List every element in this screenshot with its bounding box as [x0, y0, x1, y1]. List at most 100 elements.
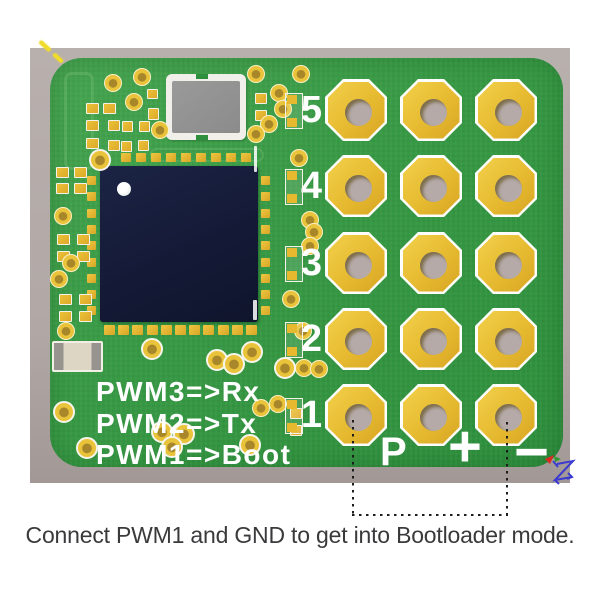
- chip-pad: [181, 153, 191, 162]
- smd-pad: [108, 120, 120, 131]
- chip-pad: [151, 153, 161, 162]
- solder-pad-gold: [477, 310, 535, 368]
- chip-pad: [261, 257, 270, 267]
- marker-pad: [287, 95, 297, 104]
- smd-pad: [86, 120, 99, 131]
- row-marker-pads: [285, 322, 303, 358]
- chip-pad: [118, 325, 130, 335]
- chip-pad: [246, 325, 257, 335]
- chip-pad: [87, 241, 96, 251]
- chip-pad: [261, 290, 270, 300]
- col-label-pwm: P: [380, 430, 407, 474]
- solder-pad: [325, 384, 387, 446]
- solder-pad-gold: [402, 386, 460, 444]
- marker-pad: [287, 400, 297, 409]
- via: [53, 401, 75, 423]
- row-marker-pads: [285, 169, 303, 205]
- via: [269, 395, 287, 413]
- smd-pad: [74, 167, 87, 178]
- smd-pad: [79, 311, 92, 322]
- callout-dotted-line-left: [352, 420, 354, 516]
- chip-pad: [211, 153, 221, 162]
- chip-pad: [175, 325, 186, 335]
- smd-pad: [122, 121, 133, 132]
- chip-pad: [261, 273, 270, 283]
- chip-pad: [217, 325, 229, 335]
- chip-pad: [241, 153, 251, 162]
- silkscreen-line-pwm3: PWM3=>Rx: [96, 376, 261, 407]
- smd-pad: [139, 121, 150, 132]
- solder-pad: [475, 79, 537, 141]
- via: [310, 360, 328, 378]
- chip-pad: [261, 176, 270, 185]
- through-hole: [419, 251, 447, 279]
- callout-dotted-line-bottom: [352, 514, 508, 516]
- chip-pad: [189, 325, 201, 335]
- through-hole: [344, 98, 372, 126]
- row-marker-pads: [285, 398, 303, 434]
- solder-pad: [325, 232, 387, 294]
- chip-pad: [87, 257, 96, 267]
- marker-pad: [287, 324, 297, 333]
- chip-pad: [87, 208, 96, 218]
- smd-pad: [56, 183, 69, 194]
- smd-pad: [86, 103, 99, 114]
- via: [104, 74, 122, 92]
- solder-pad-gold: [402, 157, 460, 215]
- solder-pad: [475, 308, 537, 370]
- via: [274, 100, 292, 118]
- silkscreen-mark: [253, 300, 257, 320]
- solder-pad-gold: [327, 234, 385, 292]
- via: [133, 68, 151, 86]
- chip-pad: [87, 176, 96, 185]
- row-label: 2: [300, 318, 322, 360]
- col-label-plus: +: [448, 414, 482, 479]
- smd-pad: [59, 311, 72, 322]
- through-hole: [344, 174, 372, 202]
- callout-dotted-line-right: [506, 422, 508, 516]
- marker-pad: [287, 248, 297, 257]
- through-hole: [344, 403, 372, 431]
- marker-pad: [287, 118, 297, 127]
- marker-pad: [287, 171, 297, 180]
- through-hole: [494, 251, 522, 279]
- crystal-body: [172, 81, 240, 133]
- via: [241, 341, 263, 363]
- solder-pad: [475, 155, 537, 217]
- row-marker-pads: [285, 246, 303, 282]
- via: [62, 254, 80, 272]
- chip-pad: [160, 325, 172, 335]
- smd-pad: [77, 234, 90, 245]
- through-hole: [494, 174, 522, 202]
- col-label-minus: −: [514, 418, 550, 485]
- smd-pad: [255, 93, 267, 104]
- via: [239, 434, 261, 456]
- solder-pad: [400, 79, 462, 141]
- smd-pad: [57, 234, 70, 245]
- chip-pad: [261, 208, 270, 218]
- chip-pad: [196, 153, 206, 162]
- through-hole: [419, 174, 447, 202]
- chip-pad: [146, 325, 158, 335]
- chip-pad: [261, 224, 270, 234]
- via: [54, 207, 72, 225]
- via: [89, 149, 111, 171]
- chip-pad: [261, 241, 270, 251]
- via: [141, 338, 163, 360]
- solder-pad-gold: [402, 81, 460, 139]
- solder-pad: [400, 384, 462, 446]
- smd-pad: [56, 167, 69, 178]
- row-label: 1: [300, 394, 322, 436]
- through-hole: [494, 403, 522, 431]
- through-hole: [344, 251, 372, 279]
- marker-pad: [287, 347, 297, 356]
- through-hole: [419, 98, 447, 126]
- via: [260, 115, 278, 133]
- solder-pad: [325, 308, 387, 370]
- smd-pad: [59, 294, 72, 305]
- via: [247, 125, 265, 143]
- marker-pad: [287, 194, 297, 203]
- smd-pad: [86, 138, 99, 149]
- smd-pad: [147, 89, 158, 99]
